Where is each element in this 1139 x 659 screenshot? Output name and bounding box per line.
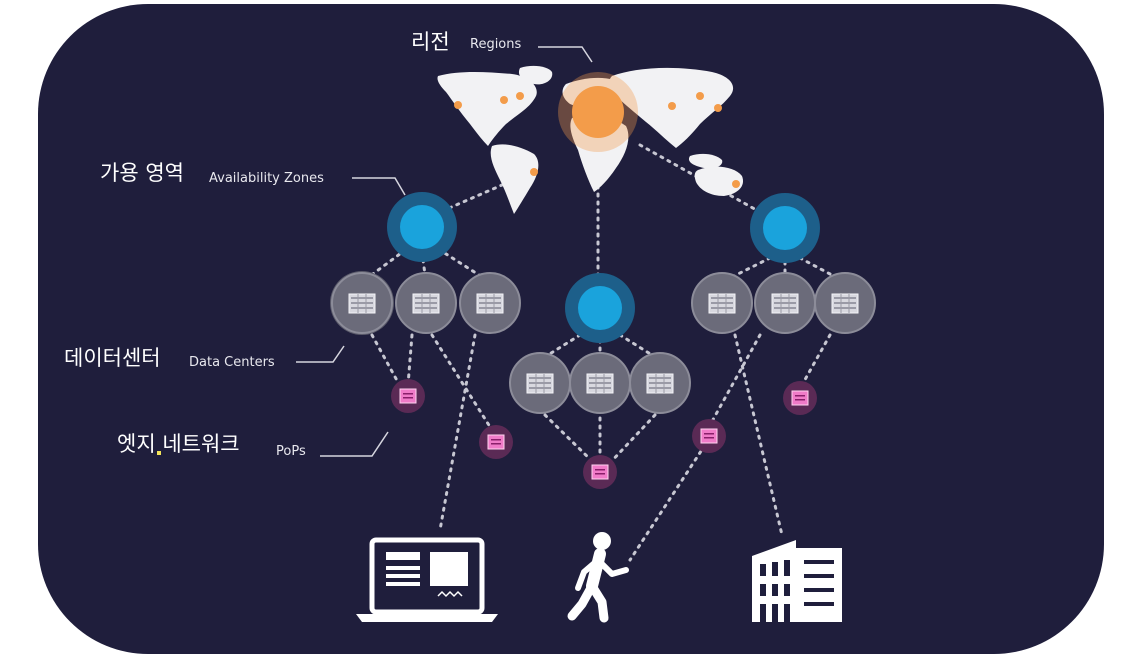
availability-zone-left: [387, 192, 457, 262]
pop-edge-icon: [692, 419, 726, 453]
pop-edge-icon: [783, 381, 817, 415]
data-center-server-icon: [395, 272, 457, 334]
cursor-dot: [157, 451, 161, 455]
data-center-server-icon: [691, 272, 753, 334]
label-availability-zones-ko: 가용 영역: [100, 161, 184, 185]
world-map-icon: [437, 65, 744, 214]
pop-edge-icon: [479, 425, 513, 459]
diagram-background: [38, 4, 1104, 654]
label-availability-zones-en: Availability Zones: [209, 171, 324, 186]
data-center-server-icon: [569, 352, 631, 414]
office-building-icon: [752, 540, 842, 622]
pops: [391, 379, 817, 489]
data-center-server-icon: [754, 272, 816, 334]
pop-edge-icon: [583, 455, 617, 489]
label-leader-lines: [296, 46, 593, 457]
data-center-server-icon: [509, 352, 571, 414]
walking-person-icon: [567, 532, 629, 623]
data-center-server-icon: [330, 271, 394, 335]
pop-edge-icon: [391, 379, 425, 413]
laptop-icon: [356, 537, 498, 622]
label-data-centers-ko: 데이터센터: [64, 346, 161, 370]
data-centers: [330, 271, 876, 414]
label-edge-network-ko: 엣지 네트워크: [117, 432, 240, 456]
label-regions-ko: 리전: [411, 30, 450, 54]
availability-zone-right: [750, 193, 820, 263]
data-center-server-icon: [814, 272, 876, 334]
label-regions-en: Regions: [470, 37, 522, 52]
availability-zone-center: [565, 273, 635, 343]
label-data-centers-en: Data Centers: [189, 355, 275, 370]
region-highlight-icon: [558, 72, 638, 152]
data-center-server-icon: [629, 352, 691, 414]
data-center-server-icon: [459, 272, 521, 334]
label-edge-network-en: PoPs: [276, 444, 306, 459]
region-dots: [454, 92, 740, 188]
